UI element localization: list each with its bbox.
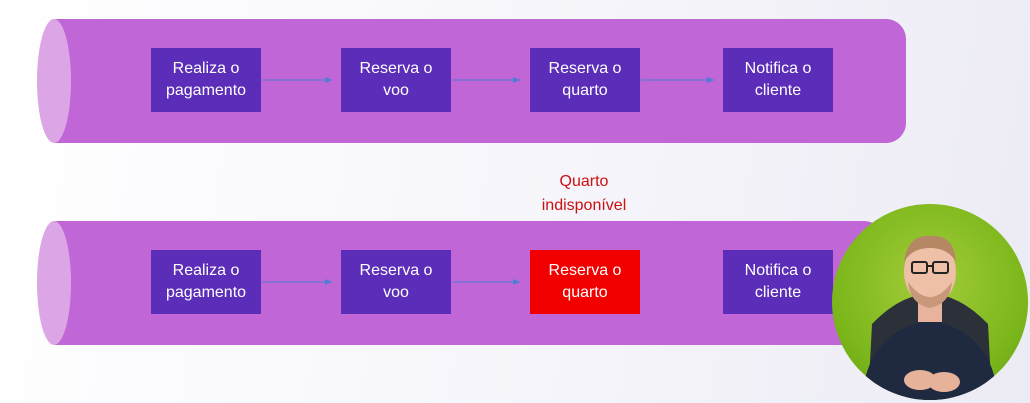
flow-2-step-flight: Reserva o voo bbox=[341, 250, 451, 314]
flow-1-pipe-cap bbox=[37, 19, 71, 143]
flow-2-step-payment: Realiza o pagamento bbox=[151, 250, 261, 314]
flow-2-step-notify: Notifica o cliente bbox=[723, 250, 833, 314]
flow-1-step-payment: Realiza o pagamento bbox=[151, 48, 261, 112]
presenter-webcam-avatar bbox=[832, 204, 1028, 400]
room-unavailable-label: Quarto indisponível bbox=[541, 173, 627, 214]
flow-1-step-flight: Reserva o voo bbox=[341, 48, 451, 112]
flow-2-step-room-failed: Reserva o quarto bbox=[530, 250, 640, 314]
flow-2-pipe-cap bbox=[37, 221, 71, 345]
presenter-avatar-icon bbox=[862, 235, 998, 400]
flow-1-step-room: Reserva o quarto bbox=[530, 48, 640, 112]
flow-1-step-notify: Notifica o cliente bbox=[723, 48, 833, 112]
